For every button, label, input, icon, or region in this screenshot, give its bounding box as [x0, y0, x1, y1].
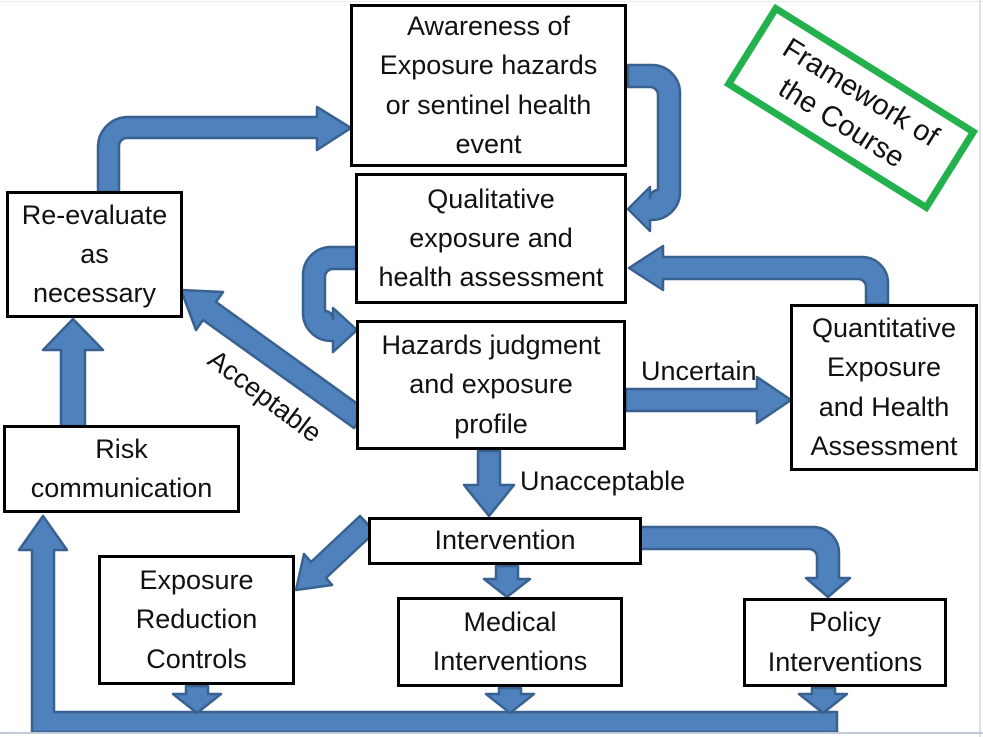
arrow-medical-to-bar — [484, 686, 536, 715]
arrow-risk-to-reevaluate — [41, 317, 105, 428]
slide-edge-bottom — [0, 732, 983, 734]
arrow-hazards-to-reevaluate-acceptable — [179, 288, 368, 430]
arrow-intervention-to-medical — [482, 564, 532, 599]
arrow-reevaluate-to-awareness — [96, 105, 353, 194]
flow-box-medical-interventions: Medical Interventions — [397, 597, 623, 687]
edge-label-uncertain: Uncertain — [641, 356, 757, 386]
arrow-qualitative-to-hazards — [301, 245, 359, 354]
arrow-policy-to-bar — [797, 686, 849, 715]
flow-box-policy-interventions: Policy Interventions — [743, 598, 947, 687]
arrow-intervention-to-policy — [638, 525, 852, 599]
arrow-exposure-reduction-to-bar — [171, 684, 223, 715]
arrow-intervention-to-exposure-reduction — [294, 514, 377, 592]
flow-box-quantitative: Quantitative Exposure and Health Assessm… — [790, 304, 978, 471]
arrow-hazards-to-intervention-unacceptable — [462, 449, 516, 518]
slide-edge-right — [979, 0, 981, 737]
flow-box-reevaluate: Re-evaluate as necessary — [6, 191, 183, 318]
flow-box-risk-communication: Risk communication — [3, 425, 240, 513]
arrow-hazards-to-quantitative-uncertain — [624, 375, 793, 425]
arrow-quantitative-to-qualitative — [627, 244, 890, 306]
flow-box-hazards: Hazards judgment and exposure profile — [356, 320, 626, 450]
arrow-feedback-bar-to-risk-communication — [17, 514, 839, 734]
flow-box-exposure-reduction-controls: Exposure Reduction Controls — [98, 555, 295, 685]
arrow-awareness-to-qualitative — [626, 63, 682, 233]
flow-box-intervention: Intervention — [368, 517, 642, 565]
slide-edge-top — [0, 1, 983, 2]
flow-box-qualitative: Qualitative exposure and health assessme… — [355, 173, 627, 304]
flow-box-awareness: Awareness of Exposure hazards or sentine… — [350, 4, 627, 167]
edge-label-unacceptable: Unacceptable — [520, 466, 686, 496]
